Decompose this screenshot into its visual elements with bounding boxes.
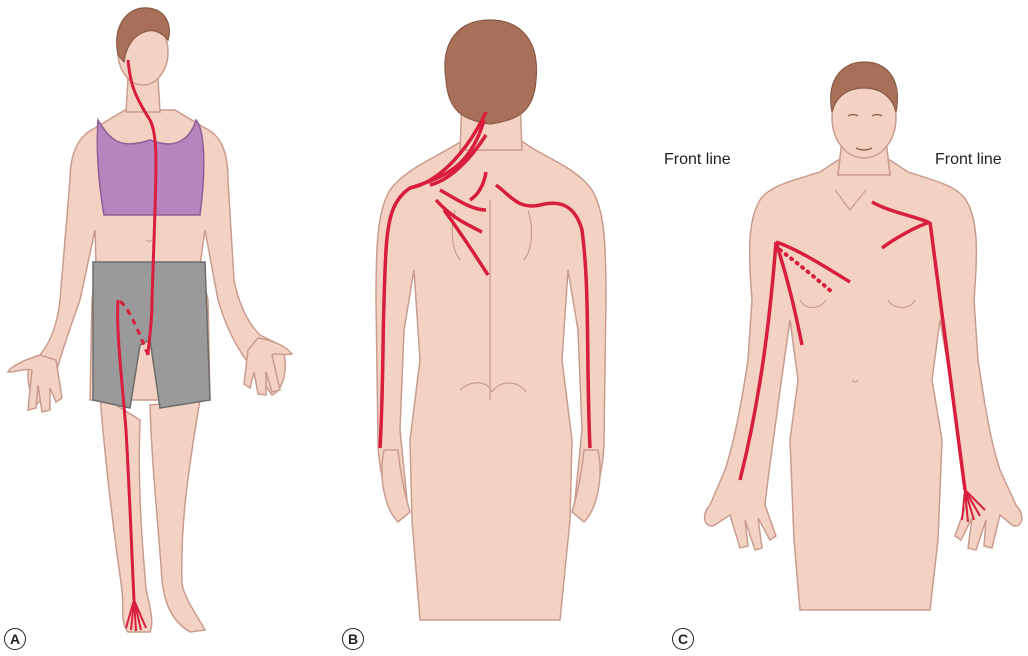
panel-a-letter: A	[4, 628, 26, 650]
panel-b-figure	[376, 20, 606, 620]
front-line-label-left: Front line	[664, 151, 731, 169]
panel-b-hair	[445, 20, 537, 124]
panel-a-figure	[8, 8, 292, 632]
panel-c-figure	[705, 62, 1022, 610]
panel-b-letter: B	[342, 628, 364, 650]
panel-c-letter: C	[672, 628, 694, 650]
panel-a-right-leg	[150, 400, 205, 632]
panel-a-left-hand	[8, 355, 62, 412]
panel-c-body	[705, 160, 1022, 610]
front-line-label-right: Front line	[935, 151, 1002, 169]
